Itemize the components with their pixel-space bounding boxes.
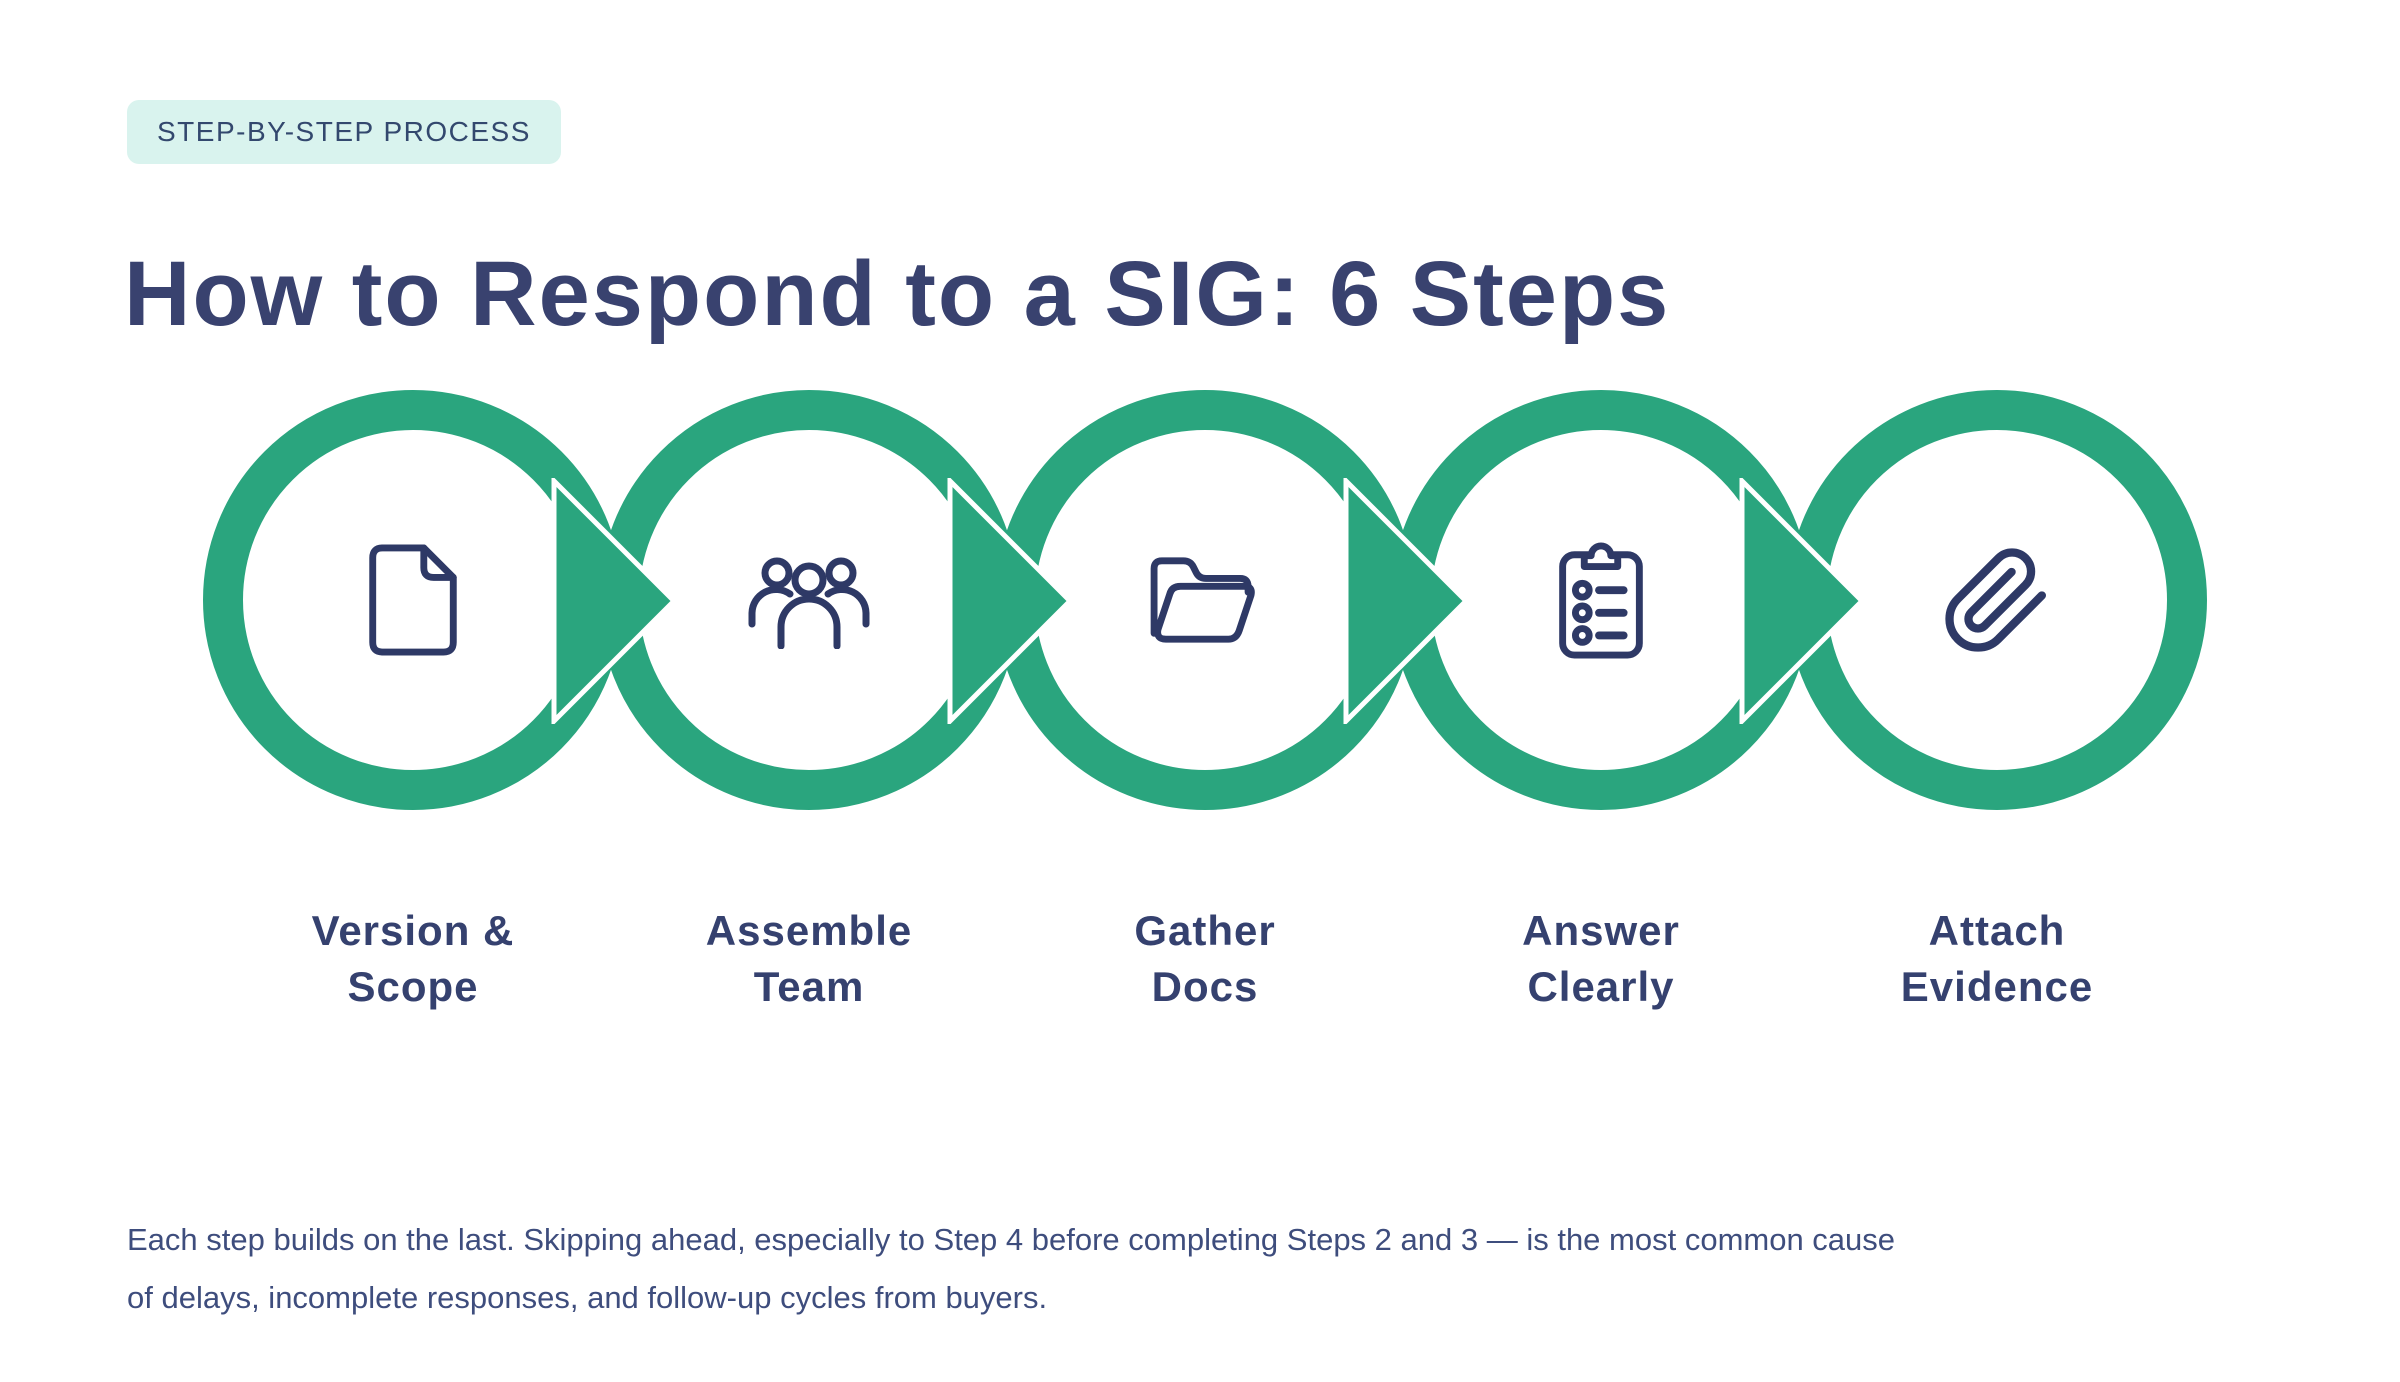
step-label-gather-docs: Gather Docs — [1134, 907, 1276, 1010]
page-title: How to Respond to a SIG: 6 Steps — [124, 242, 1671, 345]
step-label-attach-evidence: Attach Evidence — [1900, 907, 2094, 1010]
arrow-right-icon — [947, 478, 1073, 724]
footnote-text: Each step builds on the last. Skipping a… — [127, 1222, 1896, 1315]
team-icon — [748, 557, 870, 649]
document-icon — [369, 544, 457, 656]
process-badge: STEP-BY-STEP PROCESS — [127, 100, 561, 164]
step-label-assemble-team: Assemble Team — [705, 907, 913, 1010]
arrow-right-icon — [551, 478, 677, 724]
paperclip-icon — [1945, 548, 2046, 652]
arrow-right-icon — [1343, 478, 1469, 724]
clipboard-checklist-icon — [1559, 542, 1643, 659]
step-label-version-scope: Version & Scope — [311, 907, 515, 1010]
arrow-right-icon — [1739, 478, 1865, 724]
folder-open-icon — [1150, 557, 1255, 643]
step-label-answer-clearly: Answer Clearly — [1522, 907, 1680, 1010]
